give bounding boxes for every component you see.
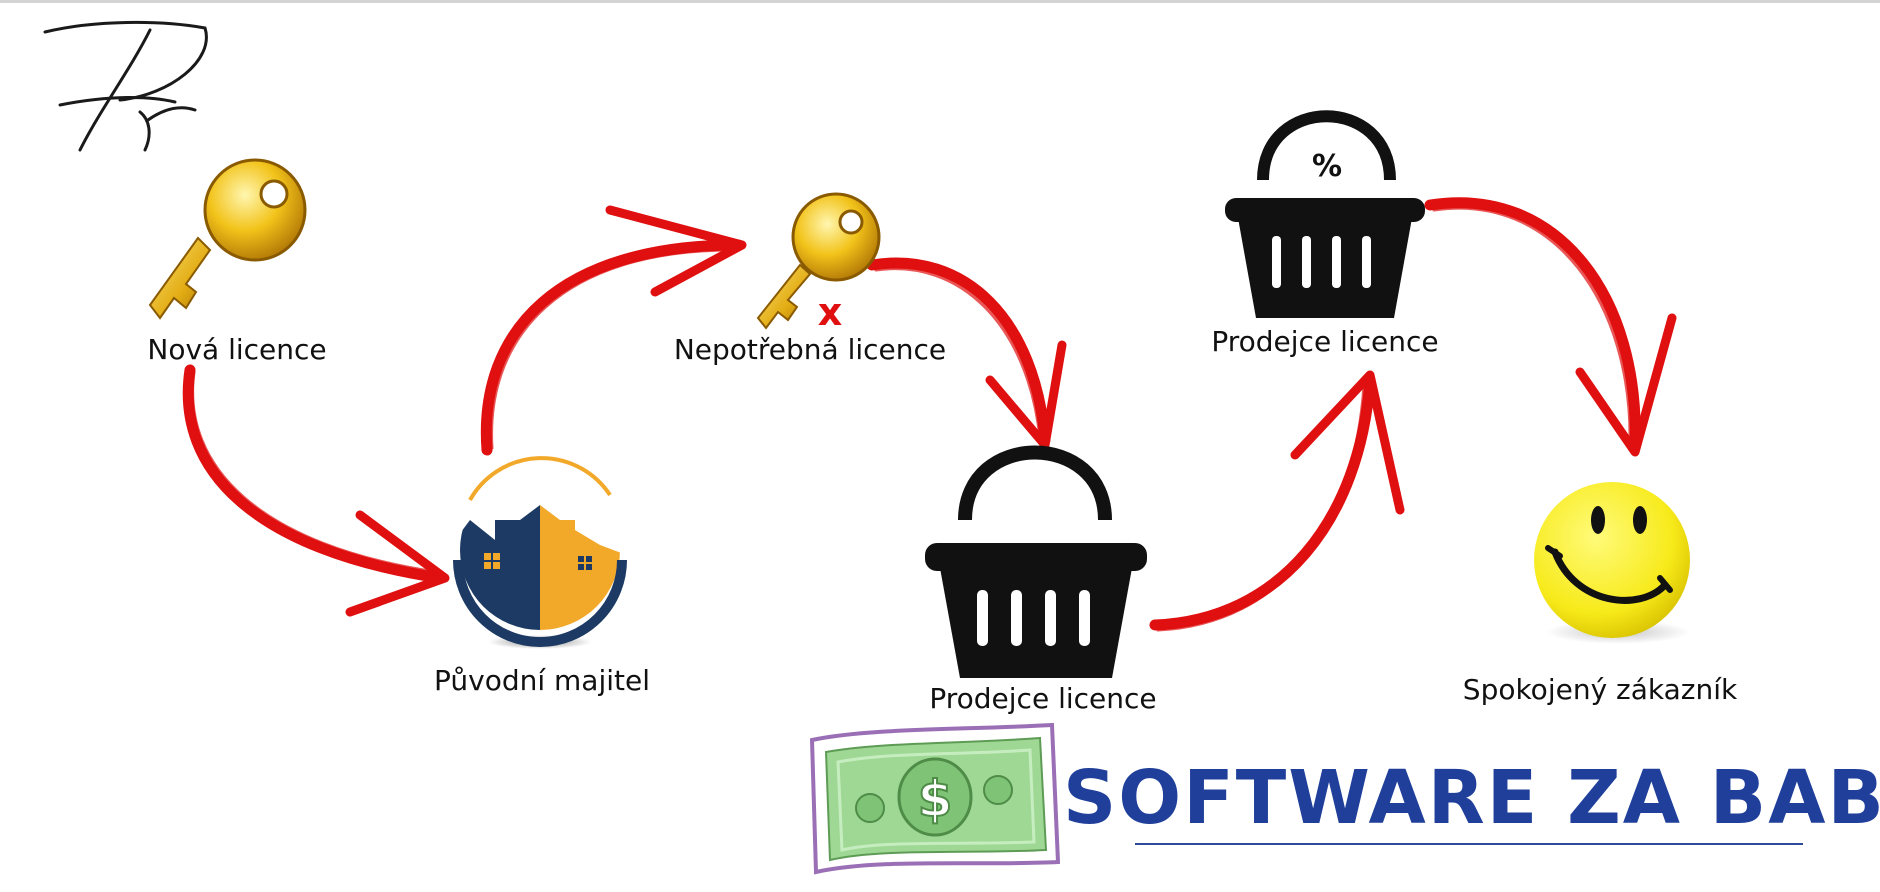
arrow-seller-to-seller	[1149, 370, 1405, 632]
label-happy-customer: Spokojený zákazník	[1462, 673, 1738, 706]
arrow-unneeded-to-seller	[866, 257, 1067, 450]
signature-logo	[43, 20, 208, 152]
key-icon	[148, 158, 307, 320]
percent-mark: %	[1312, 149, 1342, 184]
basket-icon	[925, 445, 1147, 678]
arrow-seller-to-customer	[1424, 197, 1677, 457]
discount-basket-icon	[1225, 110, 1425, 318]
key-icon-small	[756, 192, 881, 330]
label-unneeded-license: Nepotřebná licence	[673, 333, 947, 366]
label-seller-upper: Prodejce licence	[1211, 325, 1439, 358]
dollar-mark: $	[918, 770, 953, 828]
banknote-logo-icon	[809, 722, 1061, 875]
label-new-license: Nová licence	[147, 333, 327, 366]
label-original-owner: Původní majitel	[433, 664, 651, 697]
arrow-license-to-owner	[182, 364, 450, 617]
arrow-owner-to-unneeded	[480, 205, 747, 456]
label-seller-lower: Prodejce licence	[929, 682, 1157, 715]
top-border	[0, 0, 1880, 3]
smiley-icon	[1534, 482, 1690, 644]
brand-underline	[1135, 843, 1803, 845]
brand-wordmark: SOFTWARE ZA BABKU	[1063, 755, 1880, 841]
house-logo-icon	[453, 456, 627, 649]
cross-mark: x	[818, 290, 843, 334]
